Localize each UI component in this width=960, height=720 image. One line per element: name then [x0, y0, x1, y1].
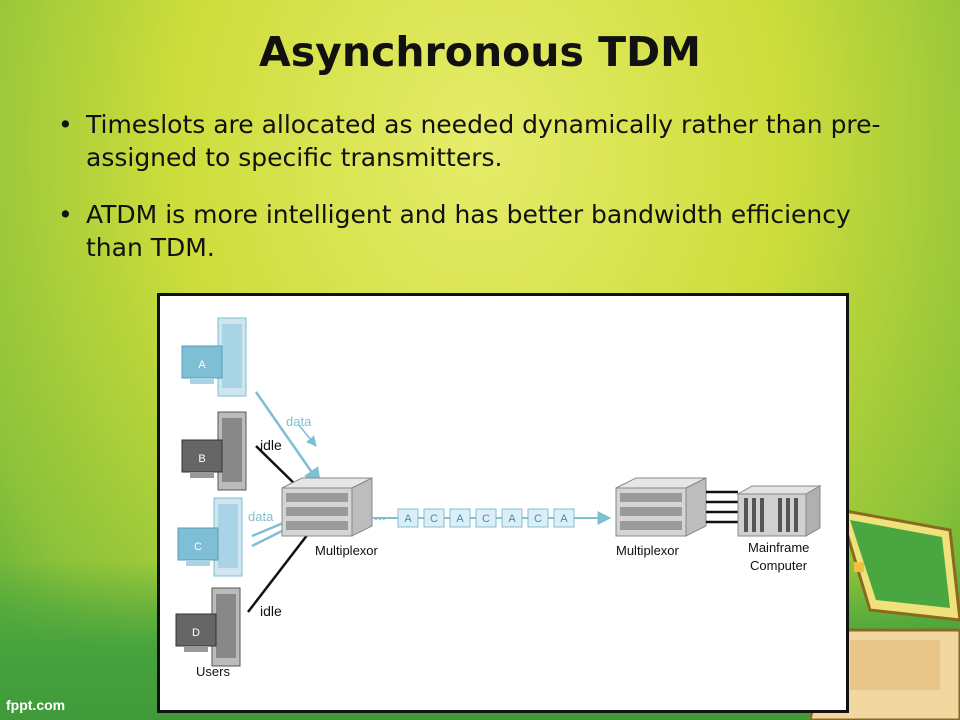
- user-b-computer: B: [181, 411, 247, 491]
- slot-ellipsis: •••: [374, 513, 386, 525]
- user-a-computer: A: [181, 317, 247, 397]
- user-label-c: C: [194, 541, 202, 553]
- user-label-d: D: [192, 627, 200, 639]
- data-label-mid: data: [248, 509, 274, 524]
- data-line-a: [254, 391, 322, 486]
- atdm-diagram: A B C D Users idle idle data data Multip…: [157, 293, 849, 713]
- bullet-dot-icon: •: [58, 110, 73, 139]
- time-slot-label: C: [430, 513, 438, 525]
- mainframe-label-line2: Computer: [750, 558, 808, 573]
- time-slot: [397, 508, 419, 528]
- time-slot-label: A: [456, 513, 464, 525]
- time-slot-label: A: [404, 513, 412, 525]
- multiplexor-left: [281, 477, 373, 537]
- time-slot: [475, 508, 497, 528]
- mainframe-computer-icon: [736, 485, 822, 537]
- idle-line-d: [247, 533, 309, 613]
- multiplexor-right-label: Multiplexor: [616, 543, 680, 558]
- user-c-computer: C: [177, 497, 243, 577]
- idle-label-top: idle: [260, 437, 282, 453]
- multiplexor-right: [615, 477, 707, 537]
- time-slot: [553, 508, 575, 528]
- users-label: Users: [196, 664, 230, 679]
- time-slot-label: A: [560, 513, 568, 525]
- bullet-list: •Timeslots are allocated as needed dynam…: [56, 108, 906, 288]
- bullet-dot-icon: •: [58, 200, 73, 229]
- data-label-top: data: [286, 414, 312, 429]
- time-slot: [423, 508, 445, 528]
- time-slot: [527, 508, 549, 528]
- time-slot-label: A: [508, 513, 516, 525]
- slide-title: Asynchronous TDM: [259, 28, 701, 76]
- time-slot-label: C: [534, 513, 542, 525]
- multiplexor-left-label: Multiplexor: [315, 543, 379, 558]
- time-slot: [449, 508, 471, 528]
- user-label-b: B: [198, 453, 205, 465]
- bullet-item: •ATDM is more intelligent and has better…: [58, 200, 851, 262]
- time-slot-label: C: [482, 513, 490, 525]
- user-label-a: A: [198, 359, 206, 371]
- time-slot: [501, 508, 523, 528]
- idle-label-bottom: idle: [260, 603, 282, 619]
- mainframe-label-line1: Mainframe: [748, 540, 809, 555]
- laptop-decoration-icon: [810, 508, 960, 720]
- data-hint-arrow: [297, 423, 317, 447]
- watermark: fppt.com: [6, 697, 66, 713]
- user-d-computer: D: [175, 587, 241, 667]
- bullet-item: •Timeslots are allocated as needed dynam…: [58, 110, 881, 172]
